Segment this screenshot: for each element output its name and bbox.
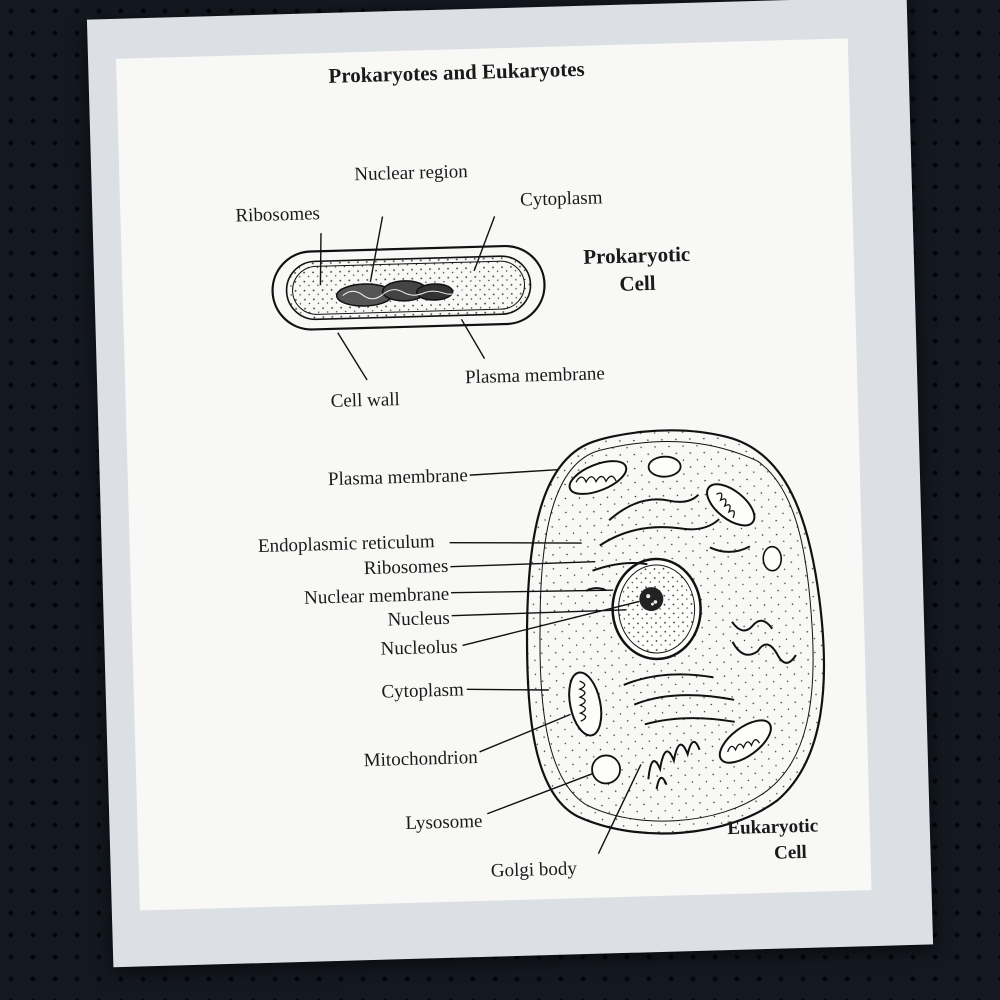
golgi-body-drawing [647, 740, 701, 790]
label-nucleolus: Nucleolus [380, 637, 458, 660]
label-golgi-body: Golgi body [491, 858, 578, 881]
label-mitochondrion: Mitochondrion [363, 747, 478, 771]
label-lysosome: Lysosome [405, 811, 483, 834]
nuclear-region-blob [335, 280, 463, 307]
label-ribosomes-eukaryote: Ribosomes [364, 556, 449, 579]
page-title: Prokaryotes and Eukaryotes [328, 57, 585, 88]
lysosome-drawing [591, 754, 621, 785]
paper-sheet: Prokaryotes and Eukaryotes Nuclear regio [116, 38, 872, 911]
label-plasma-membrane-eukaryote: Plasma membrane [328, 465, 468, 490]
eukaryotic-cell-drawing [525, 429, 826, 835]
cell-diagram: Prokaryotes and Eukaryotes Nuclear regio [235, 57, 826, 882]
eukaryote-leader-lines [449, 468, 642, 854]
vesicle-drawing [762, 545, 783, 572]
label-cell-wall: Cell wall [330, 389, 400, 412]
label-nuclear-region: Nuclear region [354, 161, 468, 185]
eukaryotic-heading-line1: Eukaryotic [727, 816, 818, 840]
prokaryotic-heading-line1: Prokaryotic [583, 242, 691, 269]
prokaryotic-heading-line2: Cell [619, 271, 656, 296]
handout-card: Prokaryotes and Eukaryotes Nuclear regio [86, 0, 934, 968]
eukaryotic-heading-line2: Cell [774, 842, 807, 864]
prokaryotic-cell-drawing [271, 244, 546, 331]
nucleus-drawing [611, 557, 702, 661]
label-cytoplasm-prokaryote: Cytoplasm [520, 187, 603, 210]
mitochondria-drawing [568, 460, 772, 764]
label-plasma-membrane-prokaryote: Plasma membrane [465, 363, 605, 388]
label-ribosomes-prokaryote: Ribosomes [235, 203, 320, 226]
label-endoplasmic-reticulum: Endoplasmic reticulum [258, 531, 435, 557]
label-cytoplasm-eukaryote: Cytoplasm [381, 679, 464, 702]
endoplasmic-reticulum-drawing [585, 494, 797, 726]
label-nuclear-membrane: Nuclear membrane [304, 584, 450, 609]
label-nucleus: Nucleus [387, 608, 450, 631]
vacuole-drawing [647, 455, 682, 478]
